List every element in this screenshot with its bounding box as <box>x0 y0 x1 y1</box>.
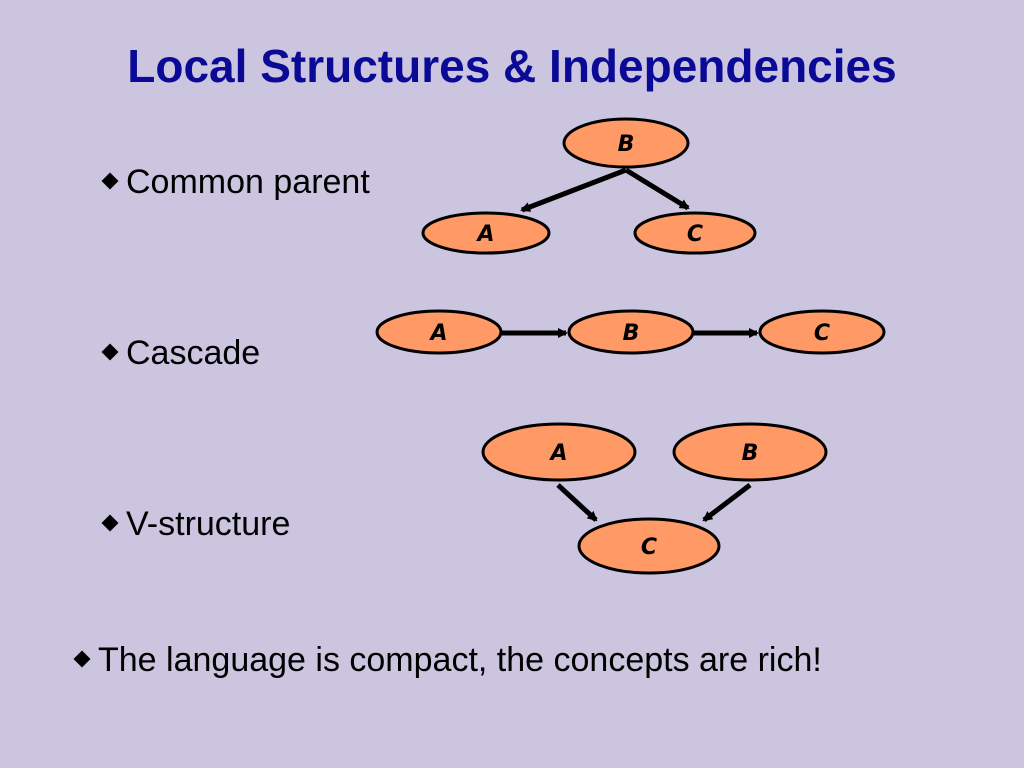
node-label: A <box>428 321 447 346</box>
node-label: B <box>618 132 635 157</box>
edge-b-to-c <box>702 483 752 522</box>
slide-title: Local Structures & Independencies <box>127 40 897 92</box>
node-label: B <box>742 441 759 466</box>
edge-b-to-a <box>520 167 627 213</box>
node-a: A <box>375 309 503 355</box>
node-label: C <box>814 321 830 346</box>
node-label: B <box>623 321 640 346</box>
bullet-text: Common parent <box>126 163 370 201</box>
bullet-text: The language is compact, the concepts ar… <box>98 641 822 679</box>
bullet-text: Cascade <box>126 334 261 372</box>
bullet-cascade: Cascade <box>101 333 261 373</box>
node-c: C <box>577 517 721 575</box>
node-b: B <box>562 117 690 169</box>
edge-b-to-c <box>624 167 690 211</box>
node-a: A <box>481 422 637 482</box>
bullet-v-structure: V-structure <box>101 504 291 544</box>
common-parent-diagram: B A C <box>421 117 757 255</box>
node-label: A <box>548 441 567 466</box>
node-c: C <box>633 211 757 255</box>
node-b: B <box>672 422 828 482</box>
cascade-diagram: A B C <box>375 309 886 355</box>
node-label: C <box>641 535 657 560</box>
node-c: C <box>758 309 886 355</box>
node-label: C <box>687 222 703 247</box>
node-b: B <box>567 309 695 355</box>
edge-a-to-c <box>556 483 598 522</box>
v-structure-diagram: A B C <box>481 422 828 575</box>
bullet-footer: The language is compact, the concepts ar… <box>73 640 822 680</box>
bullet-common-parent: Common parent <box>101 162 370 202</box>
node-a: A <box>421 211 551 255</box>
node-label: A <box>475 222 494 247</box>
bullet-text: V-structure <box>126 505 291 543</box>
